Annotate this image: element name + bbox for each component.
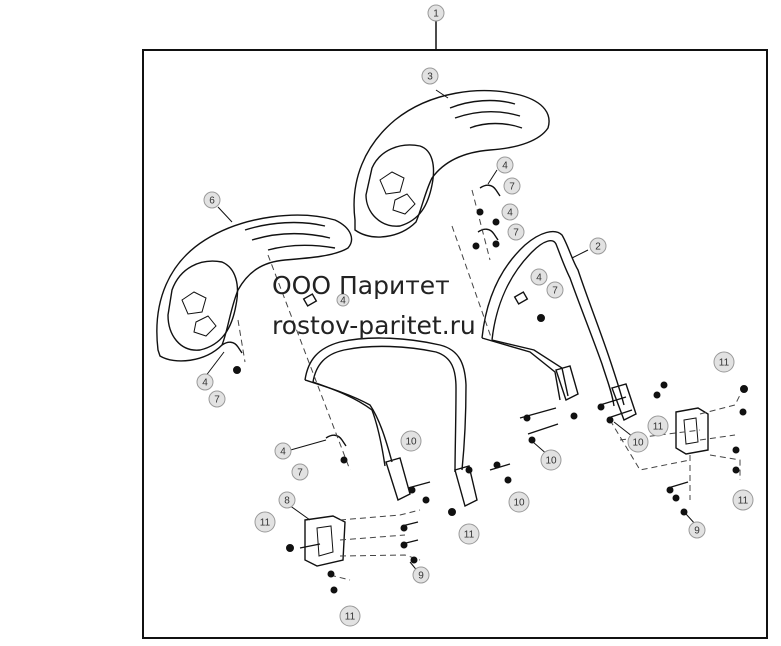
callout-bubble <box>208 390 226 408</box>
callout-label: 9 <box>694 526 700 537</box>
callout-label: 4 <box>536 273 542 284</box>
callout-bubble <box>713 351 735 373</box>
callout-2: 2 <box>589 237 607 255</box>
callout-11b: 11 <box>647 415 669 437</box>
callout-bubble <box>427 4 445 22</box>
callout-10c: 10 <box>540 449 562 471</box>
leaders <box>204 89 697 574</box>
watermark-company: ООО Паритет <box>272 271 450 300</box>
callout-8: 8 <box>278 491 296 509</box>
callout-bubble <box>196 373 214 391</box>
callout-bubble <box>339 605 361 627</box>
callout-bubble <box>501 203 519 221</box>
callout-bubble <box>647 415 669 437</box>
callout-bubble <box>508 491 530 513</box>
callout-bubble <box>274 442 292 460</box>
callout-bubble <box>278 491 296 509</box>
callout-10a: 10 <box>400 430 422 452</box>
callout-label: 4 <box>340 296 346 307</box>
callout-label: 11 <box>345 612 356 623</box>
callout-4d: 4 <box>336 293 350 307</box>
bolt-shanks <box>299 396 689 549</box>
callout-11a: 11 <box>713 351 735 373</box>
callout-label: 10 <box>513 498 525 509</box>
callout-4c: 4 <box>530 268 548 286</box>
callout-bubble <box>530 268 548 286</box>
callout-label: 7 <box>513 228 519 239</box>
callout-7d: 7 <box>208 390 226 408</box>
support-bar-front <box>304 337 478 508</box>
callout-4b: 4 <box>501 203 519 221</box>
callout-11c: 11 <box>458 523 480 545</box>
callout-label: 10 <box>405 437 417 448</box>
callout-bubble <box>546 281 564 299</box>
callout-9a: 9 <box>412 566 430 584</box>
callout-bubble <box>203 191 221 209</box>
callout-bubble <box>503 177 521 195</box>
callout-1: 1 <box>427 4 445 22</box>
callout-10d: 10 <box>508 491 530 513</box>
callout-7a: 7 <box>503 177 521 195</box>
fasteners <box>233 208 748 594</box>
callout-label: 7 <box>552 286 558 297</box>
callout-4f: 4 <box>274 442 292 460</box>
callout-bubble <box>496 156 514 174</box>
bracket-left <box>304 515 346 567</box>
callout-label: 11 <box>738 496 749 507</box>
fender-front <box>156 214 353 362</box>
callout-label: 4 <box>502 161 508 172</box>
callout-label: 9 <box>418 571 424 582</box>
callout-bubble <box>732 489 754 511</box>
callout-7c: 7 <box>546 281 564 299</box>
callout-label: 4 <box>280 447 286 458</box>
callout-6: 6 <box>203 191 221 209</box>
callout-label: 7 <box>214 395 220 406</box>
callout-bubble <box>540 449 562 471</box>
support-bar-rear <box>481 230 637 421</box>
callout-bubble <box>627 431 649 453</box>
callout-bubble <box>507 223 525 241</box>
callout-bubble <box>400 430 422 452</box>
callout-label: 7 <box>297 468 303 479</box>
fender-rear <box>353 90 550 238</box>
callout-bubble <box>421 67 439 85</box>
callout-label: 1 <box>433 9 439 20</box>
callout-label: 4 <box>202 378 208 389</box>
callout-bubble <box>458 523 480 545</box>
callout-label: 11 <box>464 530 475 541</box>
callout-bubble <box>254 511 276 533</box>
callout-label: 7 <box>509 182 515 193</box>
callout-10b: 10 <box>627 431 649 453</box>
clamps <box>221 184 529 447</box>
callout-label: 11 <box>653 422 664 433</box>
callout-11f: 11 <box>732 489 754 511</box>
callout-7b: 7 <box>507 223 525 241</box>
callout-label: 10 <box>632 438 644 449</box>
callout-label: 6 <box>209 196 215 207</box>
callout-11d: 11 <box>254 511 276 533</box>
callout-bubble <box>336 293 350 307</box>
callout-bubble <box>412 566 430 584</box>
callout-bubble <box>688 521 706 539</box>
callout-7e: 7 <box>291 463 309 481</box>
callout-11e: 11 <box>339 605 361 627</box>
callout-label: 10 <box>545 456 557 467</box>
callout-label: 2 <box>595 242 601 253</box>
callout-label: 11 <box>260 518 271 529</box>
callout-4e: 4 <box>196 373 214 391</box>
callout-3: 3 <box>421 67 439 85</box>
callout-label: 11 <box>719 358 730 369</box>
callout-4a: 4 <box>496 156 514 174</box>
watermark-site: rostov-paritet.ru <box>272 311 476 340</box>
callout-label: 4 <box>507 208 513 219</box>
assembly-frame <box>142 49 768 639</box>
callout-bubble <box>589 237 607 255</box>
callout-9b: 9 <box>688 521 706 539</box>
callout-label: 3 <box>427 72 433 83</box>
callout-label: 8 <box>284 496 290 507</box>
callout-bubble <box>291 463 309 481</box>
